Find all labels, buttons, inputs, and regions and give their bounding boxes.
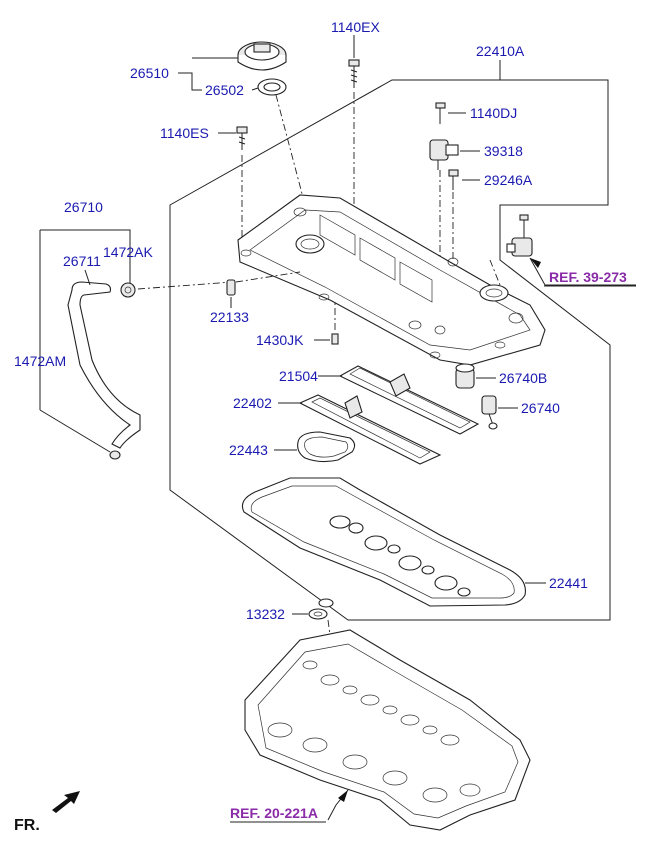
hose-clamp-1472AK xyxy=(120,282,136,298)
label-1472AK: 1472AK xyxy=(103,244,153,260)
label-22402: 22402 xyxy=(233,395,272,411)
pin-1430JK xyxy=(331,333,339,345)
cover-gasket-22441 xyxy=(241,477,526,607)
label-22133: 22133 xyxy=(210,309,249,325)
label-1140DJ: 1140DJ xyxy=(470,105,517,121)
label-22443: 22443 xyxy=(229,442,268,458)
ref-sensor-centerline xyxy=(489,259,501,286)
label-front: FR. xyxy=(14,817,40,834)
label-26740B: 26740B xyxy=(499,370,547,386)
label-ref-20-221A: REF. 20-221A xyxy=(230,805,318,821)
leader-ref39 xyxy=(529,257,636,286)
ref39-arrowhead xyxy=(530,258,541,268)
leader-26502 xyxy=(251,87,259,91)
fitting-centerline xyxy=(235,271,301,283)
leader-26510-26502 xyxy=(178,72,202,91)
fitting-22133 xyxy=(226,279,236,296)
label-26711: 26711 xyxy=(63,253,101,269)
front-direction-arrow-icon xyxy=(52,791,80,813)
label-26510: 26510 xyxy=(130,65,169,81)
oil-filler-cap xyxy=(237,41,287,71)
label-1140ES: 1140ES xyxy=(160,125,209,141)
label-26740: 26740 xyxy=(521,400,560,416)
label-1140EX: 1140EX xyxy=(331,19,380,35)
pcv-hose xyxy=(67,281,141,460)
gasket-22402 xyxy=(298,394,442,465)
part-26740 xyxy=(481,395,498,430)
label-22441: 22441 xyxy=(549,575,588,591)
label-1430JK: 1430JK xyxy=(256,332,304,348)
label-29246A: 29246A xyxy=(484,172,533,188)
bolt-1140DJ xyxy=(435,102,446,124)
seal-22443 xyxy=(297,431,356,463)
leader-1472AM xyxy=(39,409,111,453)
baffle-plate-21504 xyxy=(338,365,480,435)
cap-centerline xyxy=(275,94,306,206)
cylinder-head xyxy=(244,629,531,831)
label-21504: 21504 xyxy=(279,368,318,384)
clamp-centerline xyxy=(137,281,233,290)
leader-26710 xyxy=(40,229,131,285)
cylinder-head-cover xyxy=(237,194,546,366)
label-13232: 13232 xyxy=(246,606,285,622)
label-22410A: 22410A xyxy=(476,43,525,59)
bolt-1140ES xyxy=(236,126,248,150)
bolt-1140EX xyxy=(348,59,360,88)
bolt-29246A xyxy=(448,169,459,190)
label-1472AM: 1472AM xyxy=(14,353,66,369)
oil-seal-26740B xyxy=(455,363,475,389)
leader-26711 xyxy=(84,269,91,286)
ref20-arrowhead xyxy=(338,790,348,802)
seal-13232 xyxy=(308,598,334,620)
label-26502: 26502 xyxy=(205,82,244,98)
label-26710: 26710 xyxy=(64,199,103,215)
assembly-frame xyxy=(169,79,611,621)
ref-sensor xyxy=(506,214,533,257)
cam-position-sensor xyxy=(429,139,459,170)
label-39318: 39318 xyxy=(484,143,523,159)
oil-filler-gasket xyxy=(257,78,287,96)
label-ref-39-273: REF. 39-273 xyxy=(549,269,627,285)
